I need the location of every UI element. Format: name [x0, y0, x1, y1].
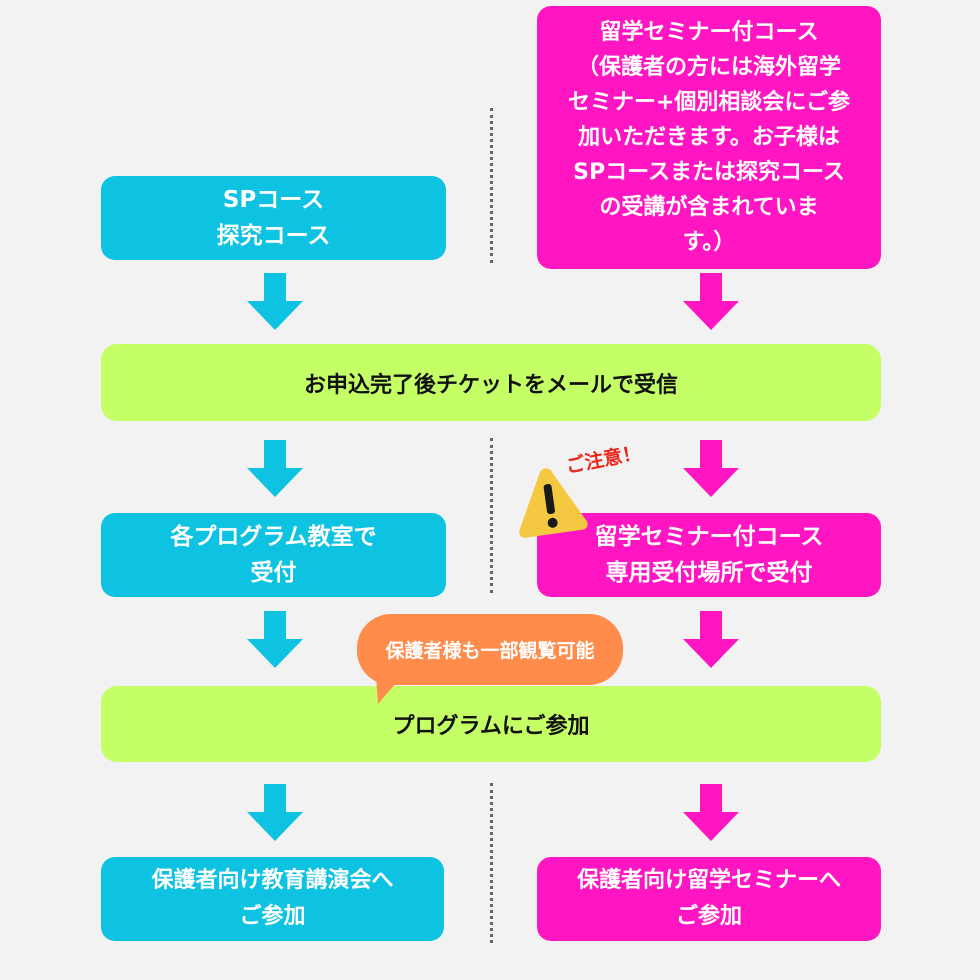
study-abroad-seminar-line-1: 保護者向け留学セミナーへ: [576, 868, 841, 893]
down-arrow-icon: [247, 784, 303, 841]
warning-triangle-icon: [519, 468, 588, 538]
caution-label: ご注意！: [564, 441, 644, 478]
sp-course-line-2: 探究コース: [216, 223, 331, 249]
down-arrow-icon: [683, 784, 739, 841]
education-lecture-box: 保護者向け教育講演会へ ご参加: [101, 857, 444, 941]
down-arrow-icon: [247, 440, 303, 497]
sp-course-box: SPコース 探究コース: [101, 176, 446, 260]
study-abroad-seminar-box: 保護者向け留学セミナーへ ご参加: [537, 857, 881, 941]
ticket-email-text: お申込完了後チケットをメールで受信: [303, 372, 678, 398]
study-abroad-line-1: 留学セミナー付コース: [599, 20, 819, 45]
study-abroad-line-6: の受講が含まれていま: [599, 195, 819, 220]
parents-viewing-bubble: 保護者様も一部観覧可能: [357, 614, 623, 685]
study-abroad-line-3: セミナー+個別相談会にご参: [568, 90, 850, 115]
down-arrow-icon: [247, 611, 303, 668]
program-participation-bar: プログラムにご参加: [101, 686, 881, 762]
study-abroad-line-2: （保護者の方には海外留学: [576, 55, 841, 80]
parents-viewing-text: 保護者様も一部観覧可能: [385, 640, 595, 662]
study-abroad-line-5: SPコースまたは探究コース: [573, 160, 845, 185]
study-abroad-course-box: 留学セミナー付コース （保護者の方には海外留学 セミナー+個別相談会にご参 加い…: [537, 6, 881, 269]
study-abroad-line-7: す。）: [682, 230, 736, 255]
study-abroad-line-4: 加いただきます。お子様は: [578, 125, 840, 150]
education-lecture-line-1: 保護者向け教育講演会へ: [151, 868, 394, 893]
special-reception-box: 留学セミナー付コース 専用受付場所で受付: [537, 513, 881, 597]
down-arrow-icon: [683, 440, 739, 497]
ticket-email-bar: お申込完了後チケットをメールで受信: [101, 344, 881, 421]
down-arrow-icon: [683, 611, 739, 668]
divider-top: [490, 108, 493, 263]
down-arrow-icon: [683, 273, 739, 330]
divider-middle: [490, 438, 493, 593]
study-abroad-seminar-line-2: ご参加: [675, 904, 742, 929]
classroom-reception-box: 各プログラム教室で 受付: [101, 513, 446, 597]
classroom-reception-line-1: 各プログラム教室で: [170, 524, 377, 550]
sp-course-line-1: SPコース: [222, 187, 325, 213]
classroom-reception-line-2: 受付: [250, 560, 297, 586]
education-lecture-line-2: ご参加: [239, 904, 306, 929]
special-reception-line-2: 専用受付場所で受付: [605, 560, 813, 586]
program-participation-text: プログラムにご参加: [392, 714, 590, 739]
divider-bottom: [490, 783, 493, 943]
special-reception-line-1: 留学セミナー付コース: [594, 524, 824, 550]
down-arrow-icon: [247, 273, 303, 330]
